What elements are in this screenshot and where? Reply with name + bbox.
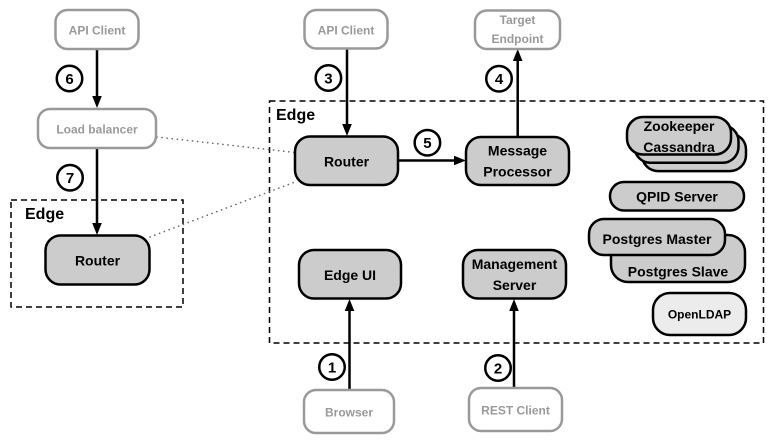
svg-text:6: 6 <box>65 71 73 88</box>
svg-text:Cassandra: Cassandra <box>643 139 715 155</box>
svg-text:QPID Server: QPID Server <box>636 189 718 205</box>
svg-text:5: 5 <box>423 135 431 152</box>
svg-text:Postgres Slave: Postgres Slave <box>628 264 729 280</box>
svg-text:7: 7 <box>66 170 74 187</box>
svg-text:Router: Router <box>324 154 370 170</box>
svg-text:Postgres Master: Postgres Master <box>603 231 712 247</box>
svg-text:Message: Message <box>488 143 547 159</box>
svg-text:Target: Target <box>500 13 536 27</box>
svg-text:4: 4 <box>495 71 504 88</box>
svg-text:Processor: Processor <box>483 164 552 180</box>
svg-text:REST Client: REST Client <box>481 404 550 418</box>
svg-text:Management: Management <box>472 256 558 272</box>
svg-text:1: 1 <box>328 359 336 376</box>
svg-text:Edge: Edge <box>276 107 315 124</box>
svg-text:API Client: API Client <box>69 24 126 38</box>
svg-text:Zookeeper: Zookeeper <box>644 118 715 134</box>
svg-text:Router: Router <box>75 253 121 269</box>
svg-text:2: 2 <box>494 360 502 377</box>
svg-text:Browser: Browser <box>325 406 373 420</box>
svg-text:Edge: Edge <box>25 206 64 223</box>
svg-text:Server: Server <box>493 277 537 293</box>
svg-text:OpenLDAP: OpenLDAP <box>668 308 731 322</box>
svg-text:3: 3 <box>324 70 332 87</box>
svg-text:Endpoint: Endpoint <box>492 32 544 46</box>
svg-text:Edge UI: Edge UI <box>324 267 376 283</box>
svg-text:Load balancer: Load balancer <box>56 123 138 137</box>
svg-text:API Client: API Client <box>318 24 375 38</box>
